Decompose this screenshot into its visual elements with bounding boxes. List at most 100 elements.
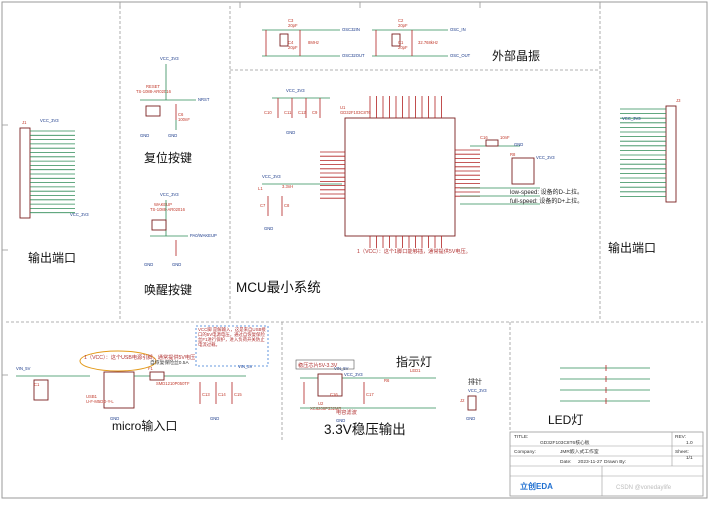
header-j1: J1 VCC_3V3 VCC_3V3 xyxy=(19,118,89,219)
net-label-osc-in: OSC_IN xyxy=(450,27,466,32)
mcu-circuit: VCC_3V3 C10 C11 C12 C9 GND U1 GD32F103C8… xyxy=(258,88,480,248)
svg-text:C9: C9 xyxy=(312,110,318,115)
svg-text:VIN_5V: VIN_5V xyxy=(16,366,31,371)
svg-text:2023-11-27: 2023-11-27 xyxy=(578,459,603,465)
svg-text:R6: R6 xyxy=(384,378,390,383)
svg-text:C11: C11 xyxy=(284,110,292,115)
regulator-circuit: VIN_5V VCC_3V3 U2 XC6206P332MR C16 C17 R… xyxy=(300,366,436,423)
svg-text:GND: GND xyxy=(110,416,119,421)
svg-text:Company:: Company: xyxy=(514,449,536,455)
net-label-osc32out: OSC32OUT xyxy=(342,53,365,58)
svg-text:C17: C17 xyxy=(366,392,374,397)
section-dividers xyxy=(6,6,703,440)
crystal-32k-value: 32.768kHz xyxy=(418,40,438,45)
wakeup-circuit: VCC_3V3 WAKEUP TS-1088-AR02016 PA0/WAKEU… xyxy=(144,192,217,267)
crystal-8m-value: 8MHz xyxy=(308,40,319,45)
usb-input-circuit: VIN_5V C1 USB1 U-F-M5DD-Y-L F1 SMD1210P0… xyxy=(16,364,253,421)
svg-text:1/1: 1/1 xyxy=(686,455,693,461)
svg-text:GND: GND xyxy=(514,142,523,147)
svg-text:GD32F103C8T6: GD32F103C8T6 xyxy=(340,110,371,115)
svg-text:VIN_5V: VIN_5V xyxy=(334,366,349,371)
svg-text:GND: GND xyxy=(210,416,219,421)
svg-text:GND: GND xyxy=(336,418,345,423)
svg-text:C2: C2 xyxy=(398,18,404,23)
usb-note2-wrap: VCC脚 是解输入，这是来自USB接口的5V电源电压，通过自恢复保险丝F1进行保… xyxy=(198,327,266,347)
mcu-note: 1（VCC）：这个1脚口能够插，通常提供5V电压。 xyxy=(357,247,471,255)
low-speed-note: low-speed: 设备的D-上拉。 xyxy=(510,188,583,196)
svg-text:L1: L1 xyxy=(258,186,263,191)
svg-text:WAKEUP: WAKEUP xyxy=(154,202,172,207)
cap-filter-label: 电容滤波 xyxy=(336,408,358,416)
svg-text:USB1: USB1 xyxy=(86,394,98,399)
svg-text:PA0/WAKEUP: PA0/WAKEUP xyxy=(190,233,217,238)
svg-text:GND: GND xyxy=(286,130,295,135)
svg-text:VCC_3V3: VCC_3V3 xyxy=(40,118,59,123)
svg-text:C1: C1 xyxy=(398,40,404,45)
svg-text:VCC_3V3: VCC_3V3 xyxy=(536,155,555,160)
svg-text:VCC_3V3: VCC_3V3 xyxy=(286,88,305,93)
svg-text:C13: C13 xyxy=(202,392,210,397)
svg-text:Date:: Date: xyxy=(560,459,571,465)
svg-text:U-F-M5DD-Y-L: U-F-M5DD-Y-L xyxy=(86,399,114,404)
net-label-osc32in: OSC32IN xyxy=(342,27,360,32)
title-block: TITLE: GD32F103C8T6核心板 REV: 1.0 Company:… xyxy=(509,431,704,497)
svg-text:20pF: 20pF xyxy=(288,45,298,50)
svg-text:VIN_5V: VIN_5V xyxy=(238,364,253,369)
regulator-label-box xyxy=(295,359,355,370)
svg-text:VCC_3V3: VCC_3V3 xyxy=(262,174,281,179)
header-j3: J3 VCC_3V3 xyxy=(620,98,681,203)
svg-text:RESET: RESET xyxy=(146,84,160,89)
svg-text:J3: J3 xyxy=(676,98,681,103)
svg-text:VCC_3V3: VCC_3V3 xyxy=(344,372,363,377)
watermark: CSDN @vonedaylife xyxy=(616,485,672,491)
svg-text:C7: C7 xyxy=(260,203,266,208)
usb-pullup: C16 10nF GND R8 VCC_3V3 xyxy=(460,135,555,205)
svg-text:VCC_3V3: VCC_3V3 xyxy=(160,56,179,61)
svg-text:10nF: 10nF xyxy=(500,135,510,140)
fuse-label: 自恢复保险丝0.5A xyxy=(150,359,189,366)
svg-text:NRST: NRST xyxy=(198,97,210,102)
brand-logo: 立创EDA xyxy=(520,481,553,491)
svg-text:C1: C1 xyxy=(34,382,40,387)
svg-text:TS-1088-AR02016: TS-1088-AR02016 xyxy=(136,89,172,94)
svg-text:C16: C16 xyxy=(480,135,488,140)
svg-text:20pF: 20pF xyxy=(288,23,298,28)
section-title-crystal: 外部晶振 xyxy=(492,48,540,63)
section-title-output-left: 输出端口 xyxy=(28,250,76,265)
svg-text:J2: J2 xyxy=(460,398,465,403)
section-title-indicator: 指示灯 xyxy=(396,354,432,369)
section-title-usb: micro输入口 xyxy=(112,418,177,433)
svg-text:GND: GND xyxy=(140,133,149,138)
svg-text:C12: C12 xyxy=(298,110,306,115)
svg-text:VCC_3V3: VCC_3V3 xyxy=(160,192,179,197)
svg-text:R8: R8 xyxy=(510,152,516,157)
svg-text:C16: C16 xyxy=(330,392,338,397)
svg-text:C15: C15 xyxy=(234,392,242,397)
usb-note: 1（VCC）：这个USB电源引脚，通常提供5V电压 xyxy=(84,353,195,361)
section-title-output-right: 输出端口 xyxy=(608,240,656,255)
svg-text:GND: GND xyxy=(168,133,177,138)
svg-text:J1: J1 xyxy=(22,120,27,125)
svg-text:3.3nH: 3.3nH xyxy=(282,184,293,189)
reset-circuit: VCC_3V3 RESET TS-1088-AR02016 NRST C6 10… xyxy=(136,56,210,138)
usb-note-highlight xyxy=(79,350,157,372)
svg-text:F1: F1 xyxy=(148,366,154,371)
regulator-label: 稳压芯片5V-3.3V xyxy=(298,361,338,369)
svg-text:C14: C14 xyxy=(218,392,226,397)
svg-text:GND: GND xyxy=(172,262,181,267)
usb-note2-box xyxy=(195,325,269,367)
svg-text:SMD1210P050TF: SMD1210P050TF xyxy=(156,381,190,386)
svg-text:LED1: LED1 xyxy=(410,368,421,373)
net-label-osc-out: OSC_OUT xyxy=(450,53,471,58)
section-title-header: 排针 xyxy=(468,377,482,386)
svg-text:GND: GND xyxy=(264,226,273,231)
svg-text:U1: U1 xyxy=(340,105,346,110)
svg-text:C10: C10 xyxy=(264,110,272,115)
svg-text:C3: C3 xyxy=(288,18,294,23)
full-speed-note: full-speed: 设备的D+上拉。 xyxy=(510,197,583,205)
svg-text:GD32F103C8T6核心板: GD32F103C8T6核心板 xyxy=(540,439,590,446)
svg-text:VCC_3V3: VCC_3V3 xyxy=(468,388,487,393)
svg-text:TITLE:: TITLE: xyxy=(514,434,528,440)
